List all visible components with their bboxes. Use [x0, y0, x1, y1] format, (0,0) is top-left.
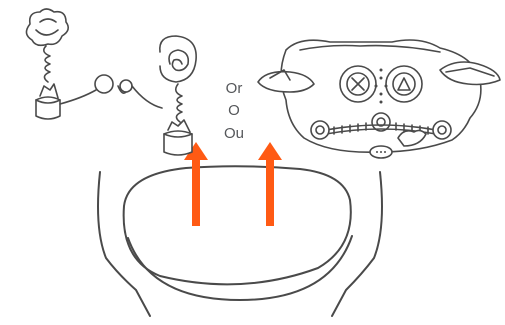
spring-toy	[26, 9, 196, 155]
base-outer-left	[98, 172, 150, 316]
bead-1	[95, 75, 113, 93]
spring-right	[176, 84, 182, 122]
base-block-right	[164, 131, 192, 155]
base-block-left	[36, 97, 60, 119]
steering-panel-toy	[258, 40, 500, 158]
insert-arrows	[184, 142, 282, 226]
base-seat-outline	[98, 166, 382, 316]
arrow-right	[258, 142, 282, 226]
or-label-english: Or	[218, 80, 250, 97]
panel-body	[281, 40, 481, 152]
or-label-french: Ou	[218, 125, 250, 142]
arrow-left	[184, 142, 208, 226]
base-outer-right	[332, 172, 382, 316]
flower-head	[26, 9, 68, 45]
seat-tray	[124, 166, 351, 284]
spring-left	[44, 46, 50, 82]
bead-2	[120, 80, 132, 92]
or-label-spanish: O	[218, 102, 250, 119]
